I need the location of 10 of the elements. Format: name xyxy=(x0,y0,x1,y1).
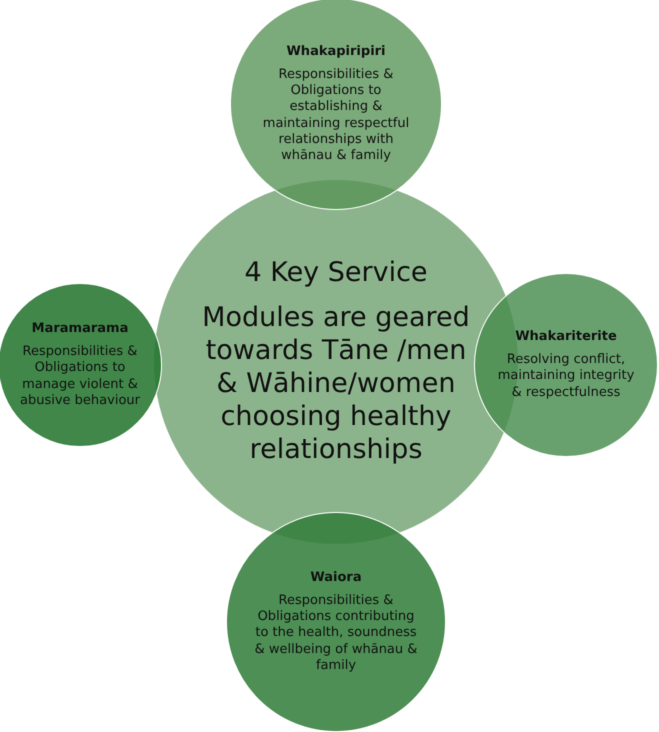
module-title: Whakapiripiri xyxy=(286,44,386,59)
module-description: Responsibilities & Obligations to establishing & maintaining respectful relationships with whānau & family xyxy=(262,66,410,164)
module-description: Responsibilities & Obligations to manage violent & abusive behaviour xyxy=(19,344,141,409)
module-description: Resolving conflict, maintaining integrity & respectfulness xyxy=(496,352,636,401)
heading-text: 4 Key Service xyxy=(244,257,428,288)
module-description: Responsibilities & Obligations contributing to the health, soundness & wellbeing of whānau & family xyxy=(254,592,418,674)
module-title: Waiora xyxy=(310,570,362,585)
module-title: Whakariterite xyxy=(515,329,617,344)
module-title: Maramarama xyxy=(32,321,128,336)
body-text: Modules are geared towards Tāne /men & Wāhine/women choosing healthy relationships xyxy=(201,302,471,467)
